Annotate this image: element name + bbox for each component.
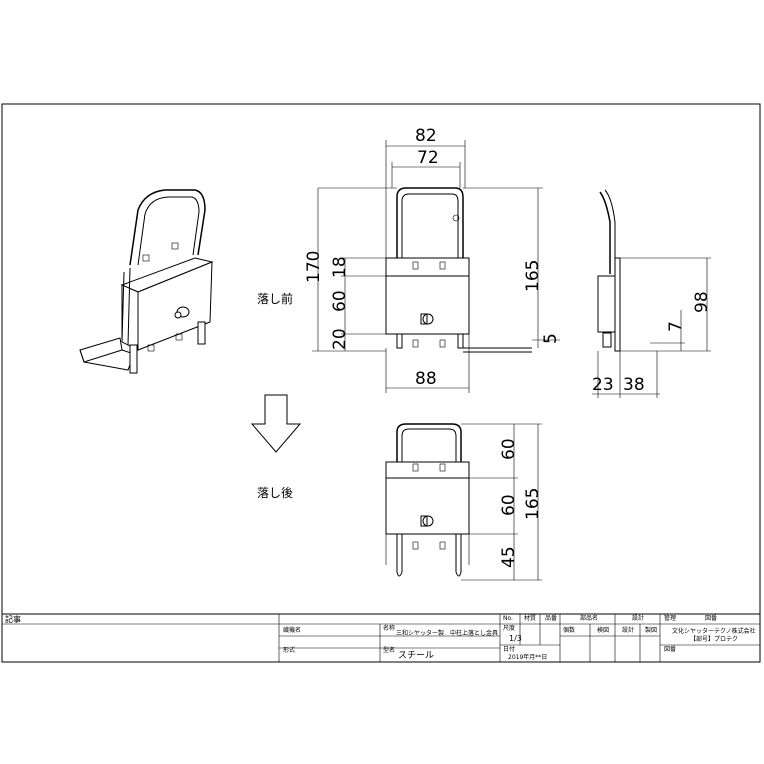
tb-col-drafter: 製図 [645, 626, 657, 634]
tb-company: 文化シヤッターテクノ株式会社 [672, 627, 756, 635]
tb-drawing-no-label: 図番 [664, 646, 676, 653]
tb-scale-value: 1/3 [509, 634, 522, 643]
tb-drawing-name: 繊機名 [283, 626, 301, 634]
dim-5: 5 [541, 333, 561, 344]
tb-col-design: 設計 [632, 614, 644, 622]
tb-material-label: 材質 [524, 614, 536, 622]
dim-88: 88 [415, 369, 437, 389]
dim-98: 98 [692, 291, 712, 313]
dim-72: 72 [417, 148, 439, 168]
tb-col-company-label: 図番 [705, 615, 717, 622]
front-view-before [385, 187, 532, 353]
dim-after-165: 165 [523, 488, 543, 520]
tb-col-check: 検図 [597, 626, 609, 634]
tb-date-value: 2019年月**日 [508, 653, 547, 661]
dim-170: 170 [304, 251, 324, 283]
tb-col-mgmt: 管理 [664, 614, 676, 622]
tb-model-value: スチール [398, 650, 434, 661]
tb-col-partname: 部品名 [580, 614, 598, 622]
dim-after-45: 45 [499, 546, 519, 568]
tb-model-label: 型名 [383, 646, 395, 654]
tb-shape-label: 形式 [283, 646, 295, 654]
dim-after-60a: 60 [499, 438, 519, 460]
isometric-view [79, 189, 214, 374]
tb-col-design2: 設計 [622, 626, 634, 634]
tb-part-label: 品番 [545, 615, 557, 622]
dim-20: 20 [330, 328, 350, 350]
tb-company-sub: 【部号】プロテク [690, 635, 738, 643]
dim-165: 165 [523, 260, 543, 292]
dim-82: 82 [415, 126, 437, 146]
after-dimensions [461, 423, 542, 581]
dim-60: 60 [330, 290, 350, 312]
front-dimensions [312, 140, 560, 393]
down-arrow-icon [250, 394, 302, 453]
dim-18: 18 [330, 256, 350, 278]
side-view [592, 189, 711, 398]
tb-name-label: 名称 [383, 624, 395, 632]
tb-no-label: No. [503, 615, 513, 622]
title-block [2, 613, 760, 662]
front-view-after [385, 423, 470, 577]
dim-23: 23 [592, 375, 614, 395]
tb-name-value: 三和シヤッター製 中柱上落とし金具 [396, 629, 498, 637]
dim-38: 38 [623, 375, 645, 395]
tb-scale-label: 尺度 [503, 624, 515, 632]
tb-col-count: 個数 [563, 626, 575, 634]
tb-notes: 記事 [5, 614, 21, 624]
sheet-border [1, 103, 761, 663]
tb-date-label: 日付 [503, 645, 515, 653]
dim-7: 7 [666, 321, 686, 332]
label-before: 落し前 [257, 291, 293, 306]
label-after: 落し後 [257, 486, 293, 500]
dim-after-60b: 60 [499, 494, 519, 516]
